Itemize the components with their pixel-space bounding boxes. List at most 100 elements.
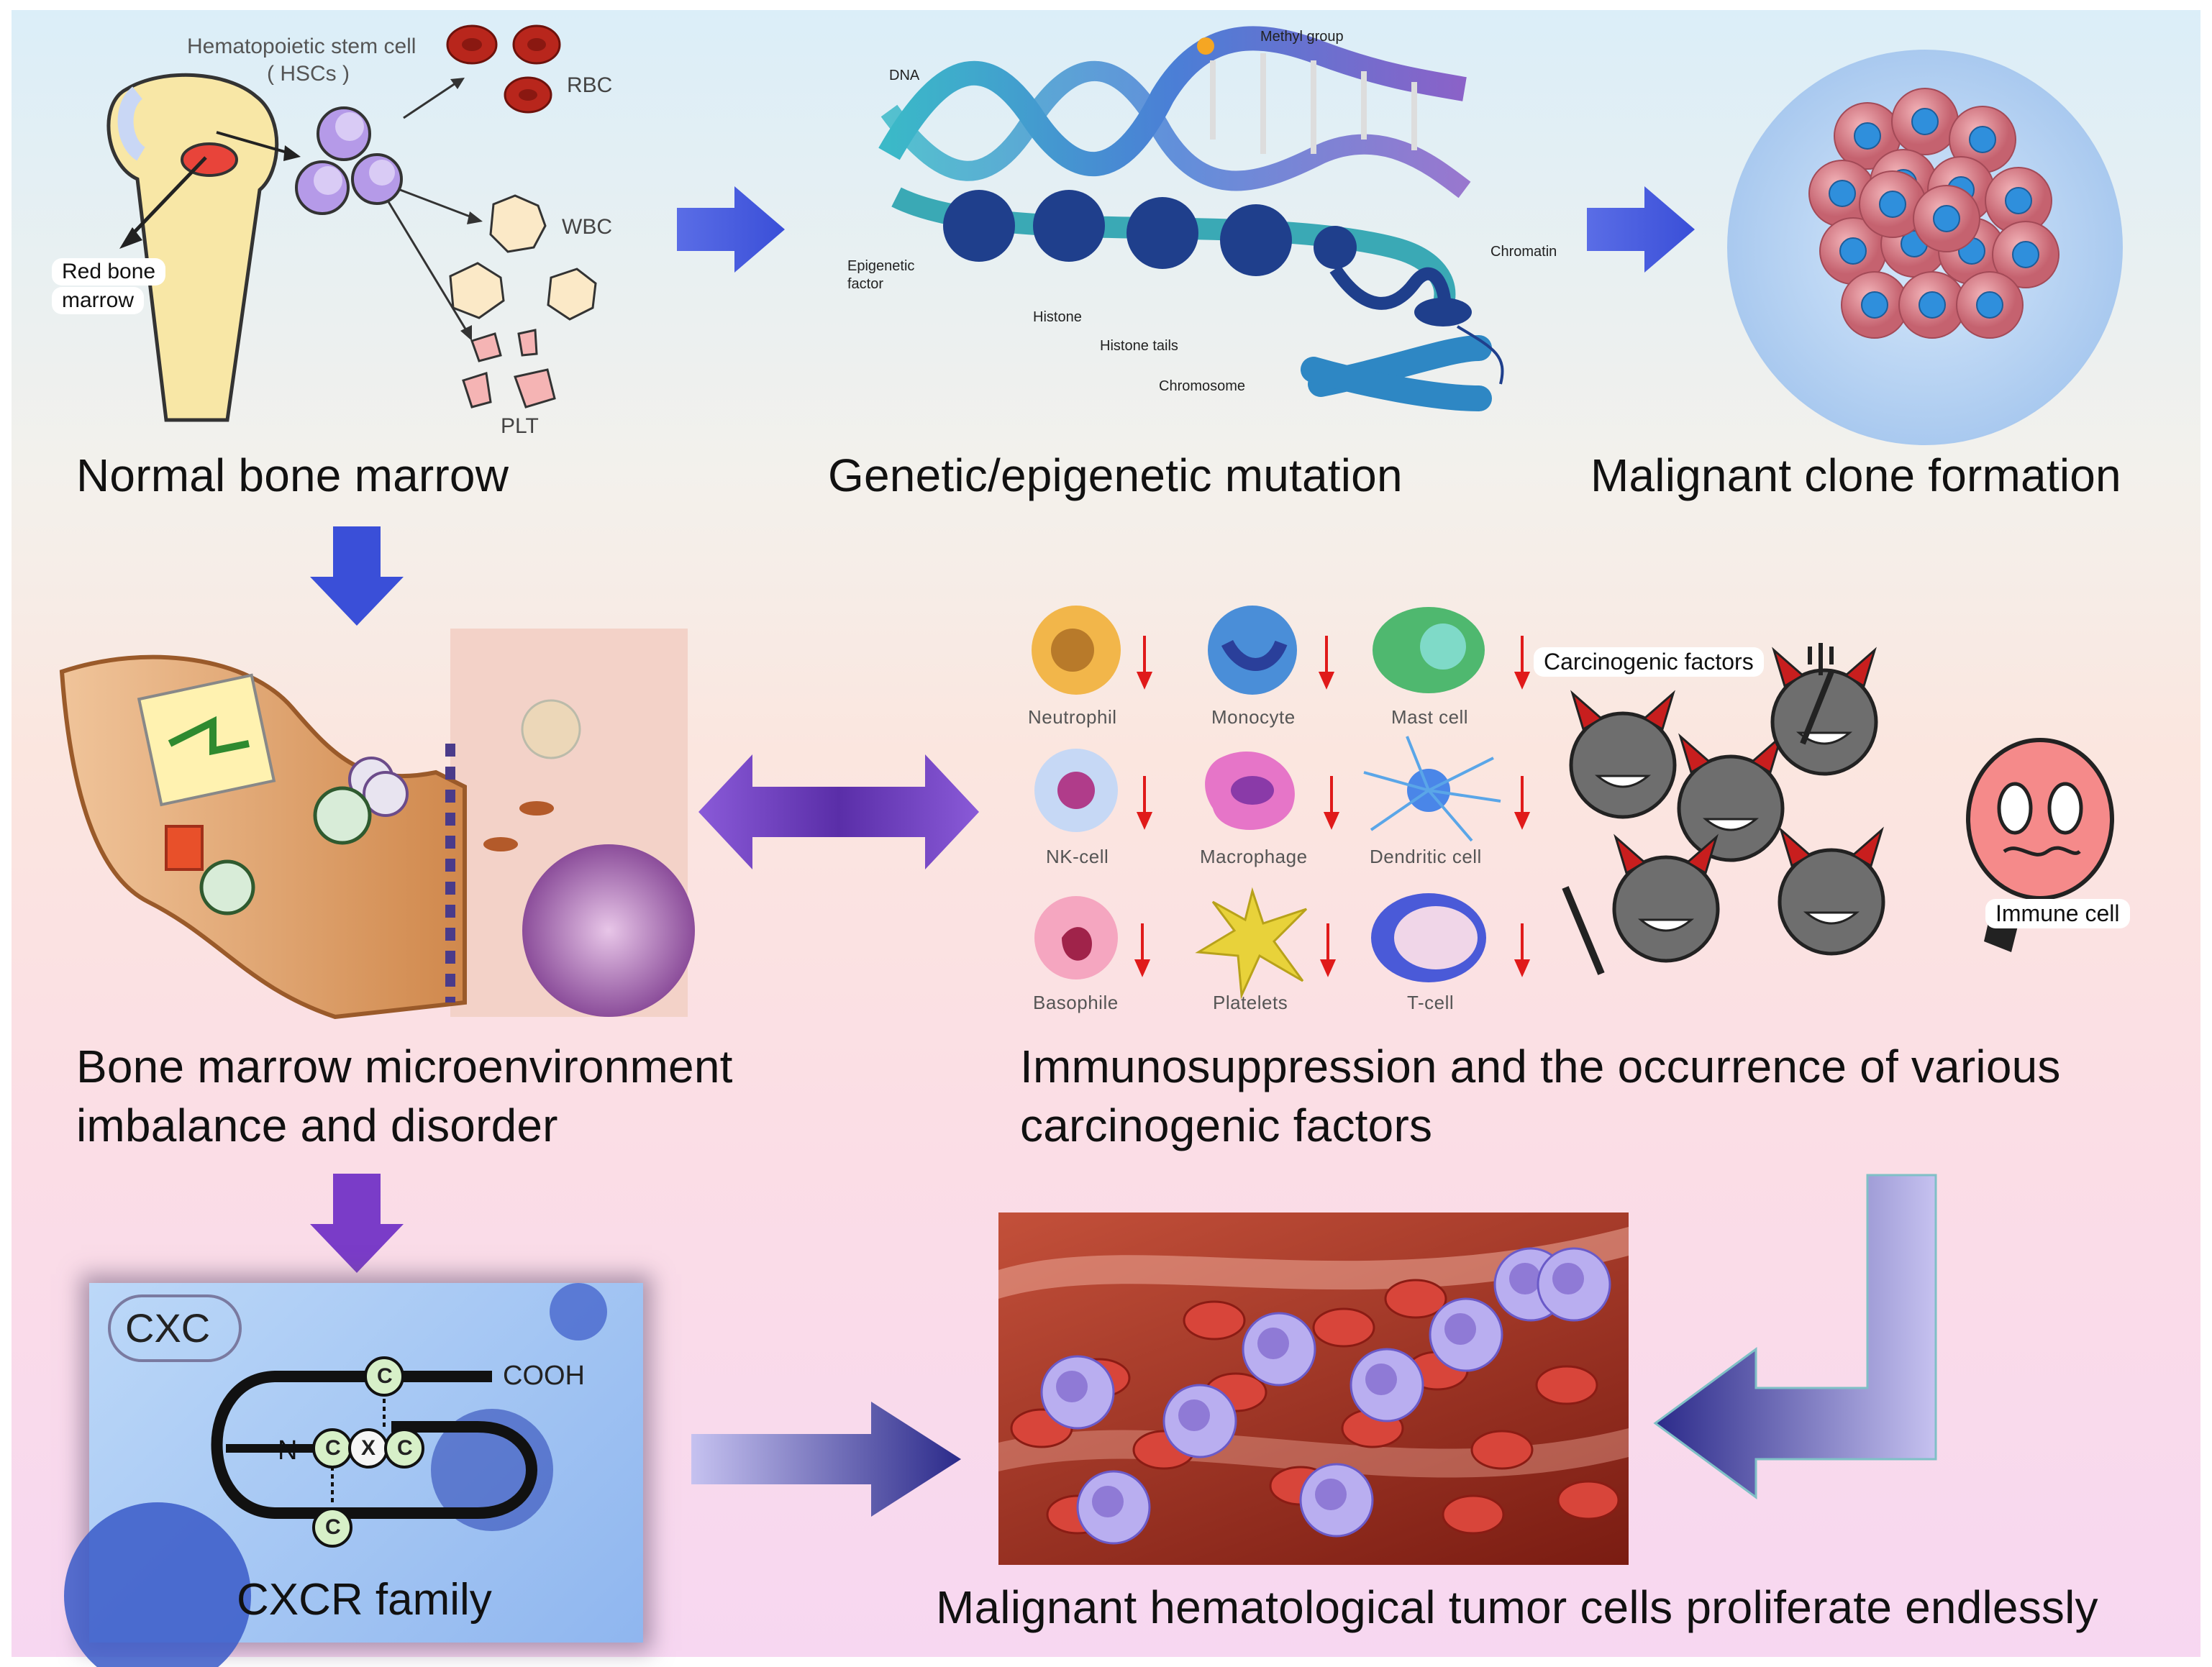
cysteine-c1: C — [377, 1364, 393, 1388]
red-bone-marrow-label-1: Red bone — [52, 258, 166, 286]
carcinogenic-factors-label: Carcinogenic factors — [1534, 647, 1764, 677]
cxcr-family-label: CXCR family — [237, 1575, 492, 1625]
tumor-cell-nucleus — [1257, 1328, 1289, 1359]
cysteine-c2: C — [325, 1436, 341, 1460]
red-blood-cell — [1535, 1365, 1598, 1405]
cell-label-t-cell: T-cell — [1407, 992, 1455, 1013]
n-terminal-label: N — [278, 1435, 298, 1466]
tumor-cell-nucleus — [1552, 1263, 1584, 1294]
wbc-label: WBC — [562, 215, 612, 239]
caption-microenvironment-line2: imbalance and disorder — [76, 1100, 558, 1151]
tumor-cell-nucleus — [1315, 1479, 1347, 1510]
devil-horn — [1772, 647, 1805, 688]
histone-tails-label: Histone tails — [1100, 338, 1178, 354]
cell-label-nk-cell: NK-cell — [1046, 846, 1109, 867]
hsc-label-line2: ( HSCs ) — [267, 62, 350, 86]
carcinogen-devil — [1677, 754, 1785, 862]
carcinogenic-factors-illustration — [1562, 643, 2114, 975]
clone-cell-nucleus — [1879, 191, 1906, 218]
cooh-label: COOH — [503, 1361, 585, 1391]
clone-cell-nucleus — [1839, 237, 1867, 265]
plt-label: PLT — [501, 414, 539, 438]
arrow-bidirectional — [698, 754, 979, 869]
cxc-chemokine-panel: CXC COOH N C C X C C CXCR family — [64, 1283, 643, 1667]
devil-mouth — [1803, 911, 1860, 925]
dna-label: DNA — [889, 68, 920, 83]
epigenetic-factor-label-2: factor — [847, 276, 884, 292]
immune-cells-grid: Neutrophil Monocyte Mast cell NK-cell Ma… — [1004, 593, 1551, 1024]
devil-horn — [1570, 690, 1603, 731]
clone-cell-nucleus — [1829, 180, 1856, 207]
clone-cell-nucleus — [1969, 126, 1996, 153]
carcinogen-devil — [1569, 711, 1677, 819]
carcinogen-devil — [1778, 848, 1885, 956]
cell-label-monocyte: Monocyte — [1211, 706, 1296, 728]
cell-label-basophile: Basophile — [1033, 992, 1119, 1013]
figure-canvas: Hematopoietic stem cell ( HSCs ) Red bon… — [12, 10, 2200, 1667]
clone-cell-nucleus — [1911, 108, 1939, 135]
red-blood-cell — [1557, 1480, 1620, 1520]
devil-horn — [1750, 733, 1783, 775]
hsc-label-line1: Hematopoietic stem cell — [187, 35, 417, 58]
cell-label-macrophage: Macrophage — [1200, 846, 1308, 867]
red-blood-cell — [1312, 1307, 1375, 1348]
arrow-down-2 — [310, 1174, 404, 1273]
clone-cell-nucleus — [1933, 205, 1960, 232]
tumor-cell-nucleus — [1365, 1364, 1397, 1395]
clone-cell-nucleus — [2005, 187, 2032, 214]
cysteine-c3: C — [397, 1436, 413, 1460]
arrow-right-3 — [691, 1402, 961, 1517]
caption-proliferate: Malignant hematological tumor cells prol… — [936, 1581, 2098, 1633]
caption-immunosuppression-line1: Immunosuppression and the occurrence of … — [1020, 1041, 2061, 1092]
cell-label-dendritic-cell: Dendritic cell — [1370, 846, 1482, 867]
red-blood-cell — [1470, 1430, 1534, 1470]
clone-cell-nucleus — [1854, 122, 1881, 150]
microenvironment-illustration — [59, 629, 695, 1020]
immune-cell-label: Immune cell — [1985, 899, 2130, 928]
arrow-elbow — [1653, 1174, 1937, 1499]
tumor-vessel-drawing — [998, 1227, 1629, 1545]
arrow-right-2 — [1587, 186, 1695, 273]
caption-normal-bone-marrow: Normal bone marrow — [76, 449, 509, 501]
bone-hsc-drawing — [106, 24, 597, 422]
methyl-group-label: Methyl group — [1260, 29, 1344, 45]
cysteine-c4: C — [325, 1515, 341, 1539]
tumor-cell-nucleus — [1056, 1371, 1088, 1402]
dna-epigenetic-illustration: DNA Methyl group Epigenetic factor Histo… — [817, 10, 1608, 427]
immune-cells-drawing — [1032, 606, 1531, 1000]
caption-malignant-clone: Malignant clone formation — [1590, 449, 2121, 501]
cell-label-mast-cell: Mast cell — [1391, 706, 1469, 728]
devil-horn — [1844, 647, 1877, 688]
clone-cell-nucleus — [1976, 291, 2003, 319]
carcinogen-devil — [1770, 668, 1878, 776]
devil-mouth — [1637, 918, 1695, 932]
devil-horn — [1851, 826, 1884, 868]
red-blood-cell — [1384, 1279, 1447, 1319]
tumor-cell-nucleus — [1092, 1486, 1124, 1517]
devil-mouth — [1702, 818, 1760, 831]
tumor-cell-nucleus — [1178, 1399, 1210, 1431]
clone-cell-nucleus — [1919, 291, 1946, 319]
histone-label: Histone — [1033, 309, 1082, 325]
clone-cell-nucleus — [1861, 291, 1888, 319]
cell-label-neutrophil: Neutrophil — [1028, 706, 1117, 728]
red-blood-cell — [1442, 1494, 1505, 1535]
epigenetic-factor-label-1: Epigenetic — [847, 258, 915, 274]
carcinogen-devil — [1612, 855, 1720, 963]
chromatin-label: Chromatin — [1490, 244, 1557, 260]
red-bone-marrow-label-2: marrow — [52, 287, 145, 314]
cxc-structure-drawing — [64, 1283, 607, 1667]
clone-cell-nucleus — [2012, 241, 2039, 268]
tumor-cell-nucleus — [1444, 1313, 1476, 1345]
devil-horn — [1779, 826, 1812, 868]
devil-horn — [1614, 834, 1647, 875]
bone-marrow-illustration: Hematopoietic stem cell ( HSCs ) Red bon… — [12, 10, 659, 442]
chromosome-label: Chromosome — [1159, 378, 1246, 394]
tumor-cell-nucleus — [1509, 1263, 1541, 1294]
caption-genetic-mutation: Genetic/epigenetic mutation — [828, 449, 1403, 501]
cell-label-platelets: Platelets — [1213, 992, 1288, 1013]
malignant-clone-illustration — [1727, 50, 2123, 445]
cxc-label: CXC — [125, 1305, 211, 1351]
tumor-vessel-illustration — [998, 1212, 1629, 1565]
dna-helix-drawing — [878, 26, 1504, 411]
